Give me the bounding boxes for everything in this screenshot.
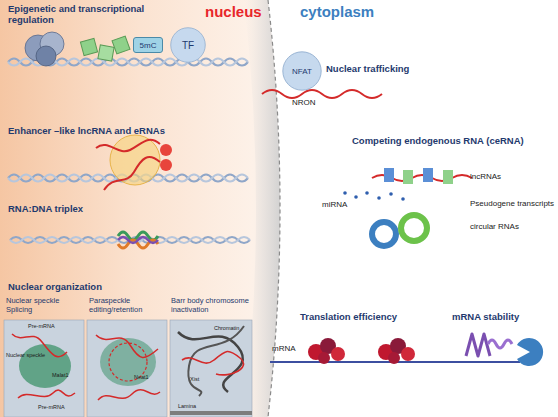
section-heading: RNA:DNA triplex [8,204,158,215]
panel-label: Xist [190,376,220,382]
histone-block [80,38,97,55]
nucleosome [36,46,56,66]
protein-ribbon [466,334,490,356]
triplex-strand [118,237,158,243]
section-heading: mRNA stability [452,312,556,323]
rna-name: lncRNAs [470,172,555,181]
compartment-title: nucleus [205,3,285,20]
ribosome [401,347,415,361]
panel-caption: Paraspeckle editing/retention [89,297,167,314]
rna-name: mRNA [272,344,312,353]
rna-strand [96,335,158,358]
mirna-dot [365,191,369,195]
circular-rna [401,215,427,241]
node-label: 5mC [140,41,157,50]
section-heading: Epigenetic and transcriptional regulatio… [8,4,153,26]
speckle-panel [4,320,84,417]
panel-label: Malat1 [52,372,82,378]
nfat-protein: NFAT [282,51,322,91]
panel-label: Pre-mRNA [28,323,78,329]
transcription-factor: TF [170,27,206,63]
panel-label: Neat1 [134,374,164,380]
histone-block [98,45,114,61]
section-heading: Enhancer –like lncRNA and eRNAs [8,126,228,137]
rna-strand [98,390,160,400]
xist-rna [182,351,243,374]
rna-name: circular RNAs [470,222,558,231]
paraspeckle-panel [87,320,167,417]
panel-label: Pre-mRNA [38,404,82,410]
section-heading: Translation efficiency [300,312,440,323]
node-circle [171,28,206,63]
rna-strand [18,390,75,398]
mediator-complex [110,135,160,185]
nuclear-lamina [170,411,252,415]
ribosome [331,347,345,361]
compartment-title: cytoplasm [300,3,400,20]
mirna-site [403,170,413,184]
circular-rna [372,222,396,246]
nucleus-background [0,0,280,417]
node-label: TF [182,40,194,51]
panel-label: Chromatin [214,325,252,331]
protein-helix [488,340,512,348]
mirna-dot [354,195,358,199]
mirna-dot [377,196,381,200]
chromatin-fibre [178,332,243,392]
mirna-site [384,168,394,182]
panel-label: Nuclear speckle [6,352,56,358]
panel-caption: Nuclear speckle Splicing [6,297,80,314]
node-circle [283,52,321,90]
rna-binding-protein [160,159,172,171]
methylation-box: 5mC [133,37,163,53]
rna-name: miRNA [322,200,372,209]
nuclear-envelope [268,0,280,417]
section-heading: Nuclear organization [8,282,158,293]
rna-binding-protein [160,144,172,156]
enhancer-rna [104,157,160,190]
rna-name: Pseudogene transcripts [470,199,558,208]
histone-block [112,36,130,54]
barr-body-panel [170,320,252,417]
mirna-site [443,170,453,184]
section-heading: Competing endogenous RNA (ceRNA) [352,136,552,147]
enhancer-rna [96,140,160,152]
panel-label: Lamina [178,403,218,409]
mirna-dot [401,197,405,201]
nuclease [517,338,543,366]
node-label: NFAT [292,67,312,76]
ribosome [318,352,330,364]
panel-caption: Barr body chromosome inactivation [171,297,255,314]
section-heading: Nuclear trafficking [326,64,476,75]
mirna-site [423,168,433,182]
nuclear-speckle [19,344,71,388]
mirna-dot [389,192,393,196]
rna-name: NRON [292,98,342,107]
mirna-dot [343,191,347,195]
ribosome [388,352,400,364]
nron-rna [262,90,382,98]
